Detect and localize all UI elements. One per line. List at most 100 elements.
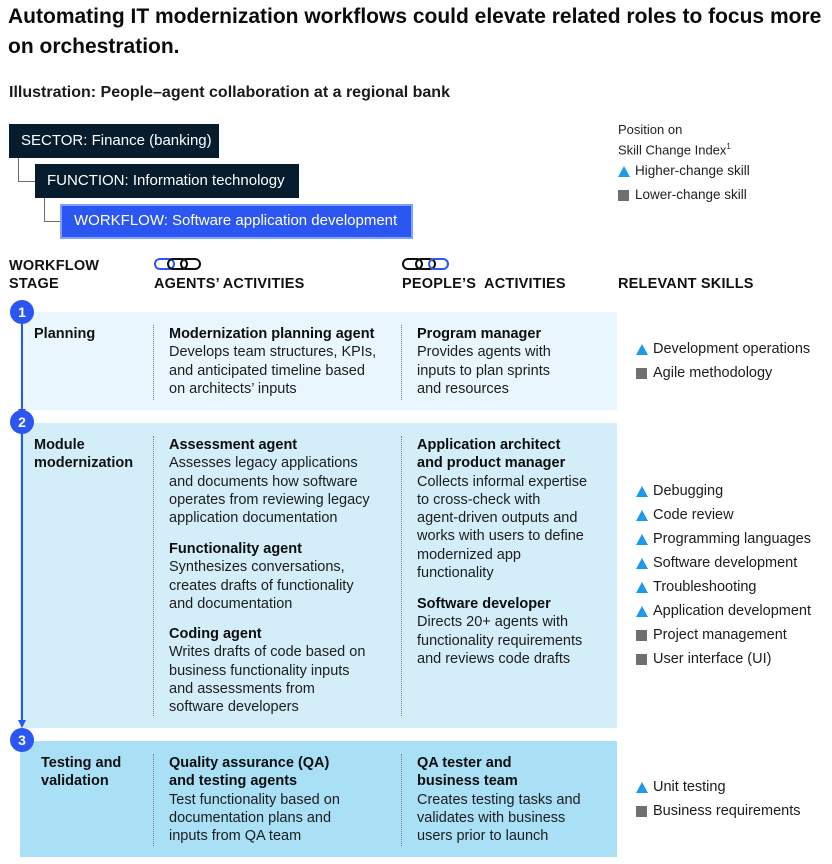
skill-label: Unit testing [653,779,726,795]
stage-number-badge: 2 [10,410,34,434]
skills-list: Debugging Code review Programming langua… [636,479,811,671]
agent-activity: Modernization planning agent Develops te… [169,325,394,398]
triangle-icon [618,165,630,177]
square-icon [636,653,647,665]
role-description: Creates testing tasks and validates with… [417,791,581,845]
stage-band-testing-validation [20,741,617,857]
agents-activities-header: AGENTS’ ACTIVITIES [154,276,305,292]
legend-higher: Higher-change skill [618,162,750,180]
legend-footnote-marker: 1 [726,142,731,151]
agent-activity: Quality assurance (QA) and testing agent… [169,754,394,845]
stage-name: Module modernization [34,437,134,471]
skill-label: Application development [653,603,811,619]
skill-item: Debugging [636,479,811,503]
relevant-skills-header: RELEVANT SKILLS [618,276,754,292]
skill-item: Application development [636,599,811,623]
skill-item: Programming languages [636,527,811,551]
skill-item: Business requirements [636,799,801,823]
page-title: Automating IT modernization workflows co… [8,5,822,58]
stage-band-planning [20,312,617,410]
skill-label: Business requirements [653,803,801,819]
agent-description: Assesses legacy applications and documen… [169,455,370,527]
stage-name: Planning [34,326,96,342]
skill-change-legend: Position on Skill Change Index1 [618,121,731,158]
legend-lower-label: Lower-change skill [635,187,747,202]
agent-name: Coding agent [169,626,262,642]
column-divider [401,436,402,716]
agent-activity: Assessment agent Assesses legacy applica… [169,436,394,527]
skill-item: Project management [636,623,811,647]
triangle-icon [636,581,648,593]
agent-description: Develops team structures, KPIs, and anti… [169,344,377,397]
skill-item: Development operations [636,337,810,361]
skill-item: Troubleshooting [636,575,811,599]
subtitle: Illustration: People–agent collaboration… [9,84,450,101]
triangle-icon [636,557,648,569]
role-name: Software developer [417,596,551,612]
workflow-stage-header: WORKFLOW STAGE [9,257,99,293]
agent-name: Functionality agent [169,541,302,557]
skill-label: Project management [653,627,787,643]
function-to-workflow-connector [44,198,60,222]
triangle-icon [636,533,648,545]
stage-number-badge: 3 [10,728,34,752]
skill-label: Debugging [653,483,724,499]
agent-activity: Functionality agent Synthesizes conversa… [169,540,394,613]
function-tag: FUNCTION: Information technology [35,164,299,198]
agent-description: Synthesizes conversations, creates draft… [169,559,354,612]
chain-link-icon [154,258,201,270]
skill-label: User interface (UI) [653,651,772,667]
role-description: Provides agents with inputs to plan spri… [417,344,551,397]
square-icon [636,805,647,817]
triangle-icon [636,485,648,497]
people-activity: QA tester and business team Creates test… [417,754,642,845]
skills-list: Development operations Agile methodology [636,337,810,385]
agent-name: Modernization planning agent [169,326,375,342]
column-divider [153,754,154,846]
agent-name: Quality assurance (QA) and testing agent… [169,755,330,790]
triangle-icon [636,509,648,521]
agent-description: Writes drafts of code based on business … [169,644,366,716]
role-name: Application architect and product manage… [417,437,566,472]
stage-header-line1: WORKFLOW [9,258,100,274]
square-icon [618,189,629,201]
skill-item: Agile methodology [636,361,810,385]
square-icon [636,629,647,641]
triangle-icon [636,605,648,617]
sector-tag: SECTOR: Finance (banking) [9,124,219,158]
people-activity: Software developer Directs 20+ agents wi… [417,595,642,668]
agent-name: Assessment agent [169,437,298,453]
column-divider [401,325,402,400]
chain-link-icon [402,258,449,270]
workflow-tag: WORKFLOW: Software application developme… [60,204,413,239]
legend-heading-line2: Skill Change Index [618,142,727,158]
role-name: QA tester and business team [417,755,518,790]
skill-item: Code review [636,503,811,527]
skill-item: User interface (UI) [636,647,811,671]
skill-label: Agile methodology [653,365,773,381]
stage-number-badge: 1 [10,300,34,324]
agent-activity: Coding agent Writes drafts of code based… [169,625,394,716]
skill-label: Software development [653,555,798,571]
square-icon [636,367,647,379]
column-divider [401,754,402,846]
column-divider [153,325,154,400]
role-description: Directs 20+ agents with functionality re… [417,614,583,667]
role-name: Program manager [417,326,542,342]
timeline-connector [21,434,23,720]
arrow-down-icon [17,720,26,728]
sector-to-function-connector [18,158,35,182]
role-description: Collects informal expertise to cross-che… [417,473,588,582]
legend-higher-label: Higher-change skill [635,163,750,178]
people-activity: Application architect and product manage… [417,436,642,582]
skill-label: Code review [653,507,734,523]
stage-name: Testing and validation [41,755,122,789]
skill-label: Troubleshooting [653,579,757,595]
timeline-connector [21,318,23,416]
skills-list: Unit testing Business requirements [636,775,801,823]
stage-header-line2: STAGE [9,276,59,292]
skill-item: Unit testing [636,775,801,799]
skill-label: Development operations [653,341,811,357]
skill-label: Programming languages [653,531,811,547]
column-divider [153,436,154,716]
